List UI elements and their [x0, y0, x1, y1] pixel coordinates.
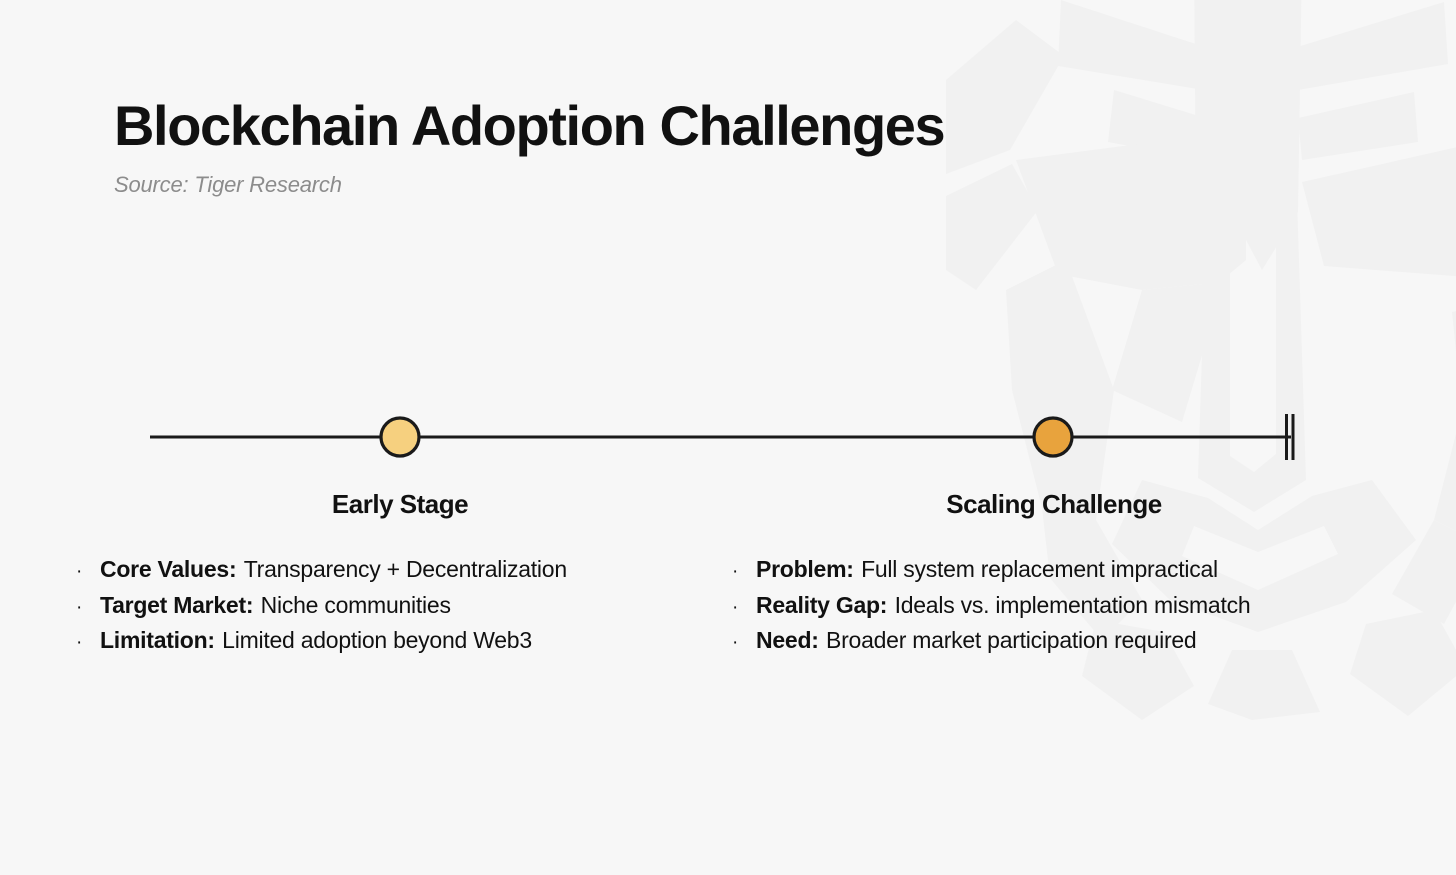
slide-header: Blockchain Adoption Challenges Source: T… [114, 94, 946, 198]
bullet-description: Broader market participation required [826, 627, 1197, 653]
bullet-description: Niche communities [260, 591, 451, 618]
bullet-point-icon: · [732, 561, 739, 582]
page-title: Blockchain Adoption Challenges [114, 94, 946, 157]
list-item: · Need: Broader market participation requ… [732, 624, 1392, 660]
list-item: · Target Market:Niche communities [76, 589, 716, 625]
stage-label-early-stage: Early Stage [331, 489, 469, 519]
bullet-description: Full system replacement impractical [861, 556, 1218, 582]
stage-label-scaling-challenge: Scaling Challenge [946, 489, 1162, 519]
bullet-description: Ideals vs. implementation mismatch [894, 591, 1251, 618]
list-item: · Core Values:Transparency + Decentraliz… [76, 553, 716, 589]
bullet-point-icon: · [76, 561, 83, 582]
bullet-term: Core Values [100, 556, 229, 582]
list-item: · Limitation: Limited adoption beyond Web… [76, 624, 716, 660]
bullet-term: Target Market [100, 591, 246, 618]
bullet-separator: : [207, 627, 215, 653]
scaling-challenge-marker[interactable] [1032, 416, 1074, 458]
source-attribution: Source: Tiger Research [114, 172, 342, 198]
bullet-separator: : [228, 556, 237, 582]
bullet-separator: : [811, 627, 819, 653]
early-stage-marker[interactable] [379, 416, 421, 458]
bullet-term: Limitation [100, 627, 208, 653]
bullet-list-scaling-challenge: · Problem: Full system replacement imprac… [732, 553, 1392, 660]
bullet-description: Transparency + Decentralization [243, 556, 567, 582]
bullet-term: Reality Gap [756, 591, 880, 618]
bullet-separator: : [879, 591, 888, 618]
bullet-point-icon: · [76, 632, 83, 653]
bullet-list-early-stage: · Core Values:Transparency + Decentraliz… [76, 553, 716, 660]
list-item: · Problem: Full system replacement imprac… [732, 553, 1392, 589]
bullet-separator: : [245, 591, 254, 618]
bullet-point-icon: · [76, 596, 83, 618]
bullet-separator: : [846, 556, 854, 582]
bullet-term: Need [756, 627, 812, 653]
bullet-point-icon: · [732, 632, 739, 653]
bullet-description: Limited adoption beyond Web3 [222, 627, 532, 653]
list-item: · Reality Gap:Ideals vs. implementation … [732, 589, 1392, 625]
bullet-term: Problem [756, 556, 847, 582]
bullet-point-icon: · [732, 596, 739, 618]
